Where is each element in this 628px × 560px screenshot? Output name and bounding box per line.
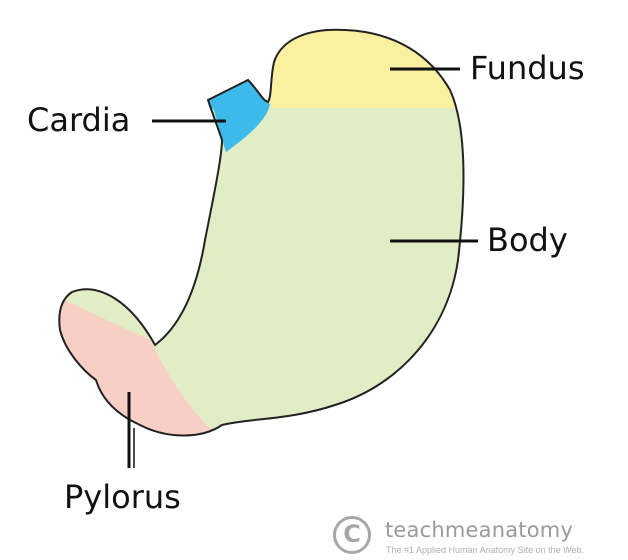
copyright-icon: C — [333, 516, 371, 554]
copyright-symbol: C — [343, 520, 361, 548]
fundus-label: Fundus — [470, 49, 585, 87]
logo-tagline: The #1 Applied Human Anatomy Site on the… — [386, 545, 584, 555]
cardia-label: Cardia — [27, 101, 131, 139]
cardia-region — [200, 78, 270, 152]
pylorus-label: Pylorus — [64, 478, 181, 516]
body-label: Body — [487, 221, 568, 259]
teachmeanatomy-logo: C teachmeanatomy The #1 Applied Human An… — [333, 516, 623, 558]
logo-name: teachmeanatomy — [385, 518, 574, 542]
